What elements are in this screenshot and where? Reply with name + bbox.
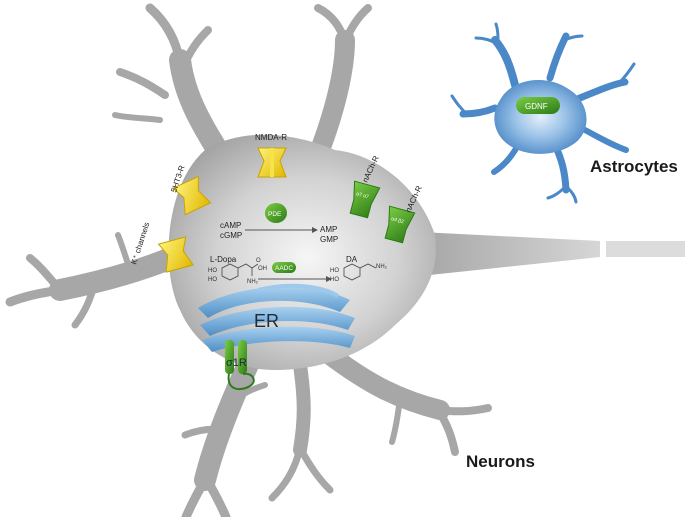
neurons-title: Neurons bbox=[466, 452, 535, 471]
gdnf-label: GDNF bbox=[525, 102, 548, 111]
pde-pathway: cAMP cGMP PDE AMP GMP bbox=[220, 203, 338, 244]
neuron-axon bbox=[420, 232, 685, 276]
ldopa-label: L-Dopa bbox=[210, 255, 237, 264]
gdnf-factor bbox=[516, 97, 560, 114]
astrocyte-body bbox=[494, 79, 587, 154]
astrocytes-title: Astrocytes bbox=[590, 157, 678, 176]
da-nh2: NH₂ bbox=[376, 264, 388, 270]
da-label: DA bbox=[346, 255, 358, 264]
sigma1-label: σ1R bbox=[226, 357, 247, 369]
ldopa-o: O bbox=[256, 258, 261, 264]
nmda-label: NMDA-R bbox=[255, 133, 287, 142]
neuron-dendrites bbox=[5, 3, 492, 517]
neuron bbox=[5, 3, 685, 517]
da-ho-1: HO bbox=[330, 268, 339, 274]
ldopa-ho-1: HO bbox=[208, 268, 217, 274]
a7-subunit-label: α7 α7 bbox=[356, 191, 370, 200]
nach-receptor-a4b2: α4 β2 bbox=[384, 205, 416, 244]
pde-enzyme bbox=[265, 203, 287, 223]
ldopa-oh: OH bbox=[258, 266, 267, 272]
a4b2-subunit-label: α4 β2 bbox=[391, 216, 405, 225]
camp-label: cAMP bbox=[220, 221, 241, 230]
ldopa-ho-2: HO bbox=[208, 277, 217, 283]
cgmp-label: cGMP bbox=[220, 231, 242, 240]
da-ho-2: HO bbox=[330, 277, 339, 283]
amp-label: AMP bbox=[320, 225, 337, 234]
er-label: ER bbox=[254, 311, 279, 331]
gmp-label: GMP bbox=[320, 235, 338, 244]
ldopa-structure bbox=[221, 263, 259, 281]
nmda-receptor bbox=[257, 147, 287, 178]
ldopa-nh2: NH₂ bbox=[247, 279, 259, 285]
dopamine-pathway: L-Dopa HO HO OH O NH₂ AADC DA HO HO NH₂ bbox=[208, 255, 388, 285]
astrocyte: GDNF bbox=[450, 22, 636, 204]
nach-receptor-a7: α7 α7 bbox=[349, 180, 381, 219]
k-channel bbox=[157, 236, 194, 273]
sigma1-receptor: σ1R bbox=[225, 340, 255, 391]
aadc-enzyme bbox=[272, 262, 296, 273]
aadc-label: AADC bbox=[275, 265, 293, 272]
pde-label: PDE bbox=[268, 211, 282, 218]
da-structure bbox=[343, 263, 377, 281]
endoplasmic-reticulum: ER bbox=[198, 283, 355, 352]
5ht3-receptor bbox=[172, 175, 212, 216]
